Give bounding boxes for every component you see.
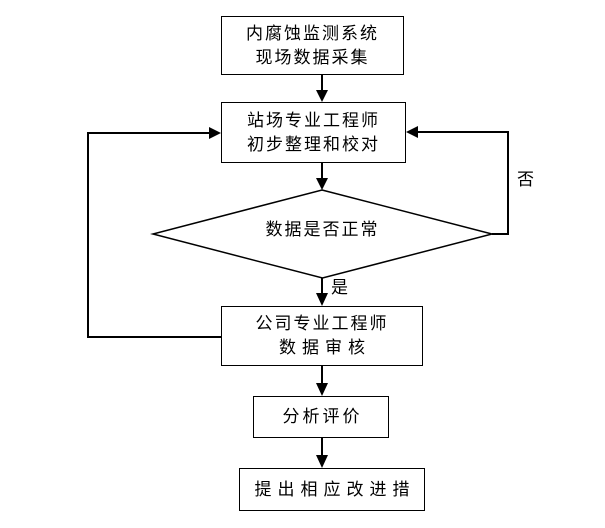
arrow-decision-to-company [316,278,328,306]
node-collect: 内腐蚀监测系统 现场数据采集 [221,16,404,75]
node-improve-label: 提出相应改进措 [254,479,416,499]
node-collect-line2: 现场数据采集 [255,47,370,67]
node-analyze: 分析评价 [253,396,389,438]
node-company: 公司专业工程师 数据审核 [221,306,423,366]
no-label: 否 [517,170,534,189]
node-company-line1: 公司专业工程师 [255,314,389,333]
arrow-analyze-to-improve [316,438,328,468]
loop-company-to-station [87,127,221,338]
node-collect-line1: 内腐蚀监测系统 [246,23,379,43]
yes-label: 是 [331,278,348,297]
node-station-line2: 初步整理和校对 [247,134,380,154]
no-branch-decision-to-station [406,126,509,235]
node-station-line1: 站场专业工程师 [247,110,380,130]
arrow-company-to-analyze [316,366,328,396]
node-decision-label: 数据是否正常 [265,219,380,239]
arrow-station-to-decision [316,163,328,190]
node-company-line2: 数据审核 [279,338,371,357]
node-station: 站场专业工程师 初步整理和校对 [221,102,406,163]
node-improve: 提出相应改进措 [239,468,425,511]
arrow-collect-to-station [316,75,328,102]
node-analyze-label: 分析评价 [282,407,363,426]
